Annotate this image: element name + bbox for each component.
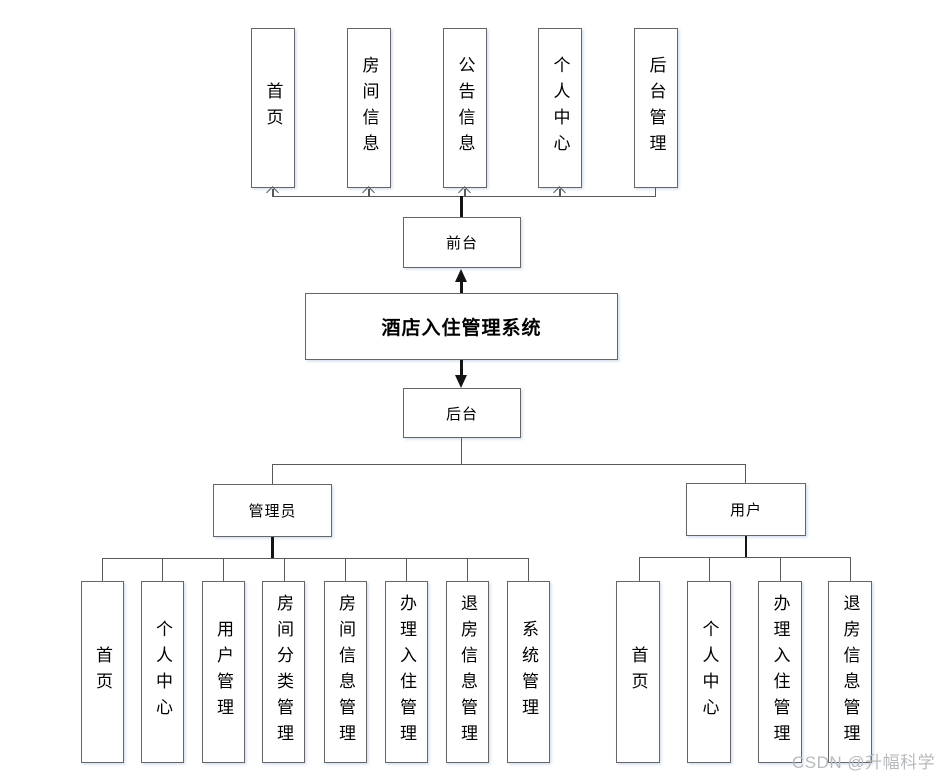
connector-stub — [223, 558, 225, 581]
arrow-shaft-up — [459, 280, 463, 293]
node-user-checkin-mgmt: 办理入住管理 — [758, 581, 802, 763]
connector-stub — [345, 558, 347, 581]
node-admin-home: 首页 — [81, 581, 124, 763]
connector-stub — [639, 557, 641, 581]
connector-roles-bus — [272, 464, 746, 466]
node-label: 首页 — [628, 646, 648, 698]
node-admin-system-mgmt: 系统管理 — [507, 581, 550, 763]
trunk-admin — [271, 537, 274, 559]
connector-stub — [406, 558, 408, 581]
node-front-personal-center: 个人中心 — [538, 28, 582, 188]
connector-stub — [655, 188, 657, 197]
node-label: 后台管理 — [646, 56, 666, 160]
connector-stub — [368, 189, 370, 197]
connector-stub — [464, 189, 466, 197]
connector-stub — [709, 557, 711, 581]
connector-stub — [162, 558, 164, 581]
node-admin-checkin-mgmt: 办理入住管理 — [385, 581, 428, 763]
node-label: 退房信息管理 — [458, 594, 477, 750]
node-root-system: 酒店入住管理系统 — [305, 293, 618, 360]
node-label: 办理入住管理 — [397, 594, 416, 750]
connector-top-bus — [272, 196, 656, 198]
node-label: 用户 — [729, 502, 762, 519]
node-admin-room-info-mgmt: 房间信息管理 — [324, 581, 367, 763]
node-admin-room-category-mgmt: 房间分类管理 — [262, 581, 305, 763]
csdn-watermark: CSDN @升幅科学 — [792, 753, 936, 772]
connector-user-bus — [639, 557, 851, 559]
node-label: 退房信息管理 — [840, 594, 860, 750]
connector-stub-user — [745, 464, 747, 483]
node-user: 用户 — [686, 483, 806, 536]
node-label: 房间信息 — [359, 56, 379, 160]
arrowhead-down-solid-icon — [454, 375, 467, 388]
node-label: 管理员 — [248, 503, 297, 520]
node-front-home: 首页 — [251, 28, 295, 188]
node-label: 房间分类管理 — [274, 594, 293, 750]
connector-stub — [102, 558, 104, 581]
connector-stub — [849, 557, 851, 581]
arrowhead-up-solid-icon — [454, 269, 467, 282]
node-label: 公告信息 — [455, 56, 475, 160]
node-user-personal-center: 个人中心 — [687, 581, 731, 763]
connector-stub — [272, 189, 274, 197]
node-label: 首页 — [263, 82, 283, 134]
node-label: 系统管理 — [519, 620, 538, 724]
connector-stub — [528, 558, 530, 581]
node-label: 个人中心 — [153, 620, 172, 724]
node-label: 前台 — [445, 235, 478, 252]
connector-back-drop — [461, 438, 463, 464]
page-title: 酒店入住管理系统 — [381, 318, 542, 339]
node-front-room-info: 房间信息 — [347, 28, 391, 188]
node-label: 房间信息管理 — [336, 594, 355, 750]
node-admin: 管理员 — [213, 484, 332, 537]
node-label: 办理入住管理 — [770, 594, 790, 750]
connector-stub — [467, 558, 469, 581]
connector-stub-admin — [272, 464, 274, 484]
node-admin-checkout-info-mgmt: 退房信息管理 — [446, 581, 489, 763]
arrow-shaft-down — [459, 360, 463, 376]
node-back: 后台 — [403, 388, 521, 438]
connector-admin-bus — [102, 558, 529, 560]
trunk-front — [459, 196, 463, 217]
node-label: 用户管理 — [214, 620, 233, 724]
node-label: 个人中心 — [699, 620, 719, 724]
node-label: 个人中心 — [550, 56, 570, 160]
node-label: 首页 — [93, 646, 112, 698]
node-admin-user-mgmt: 用户管理 — [202, 581, 245, 763]
node-front: 前台 — [403, 217, 521, 268]
connector-stub — [780, 557, 782, 581]
node-user-checkout-info-mgmt: 退房信息管理 — [828, 581, 872, 763]
node-admin-personal-center: 个人中心 — [141, 581, 184, 763]
connector-stub — [283, 558, 285, 581]
node-user-home: 首页 — [616, 581, 660, 763]
node-front-backstage-mgmt: 后台管理 — [634, 28, 678, 188]
node-front-announcement-info: 公告信息 — [443, 28, 487, 188]
trunk-user — [744, 536, 748, 558]
connector-stub — [559, 189, 561, 197]
node-label: 后台 — [445, 405, 478, 423]
